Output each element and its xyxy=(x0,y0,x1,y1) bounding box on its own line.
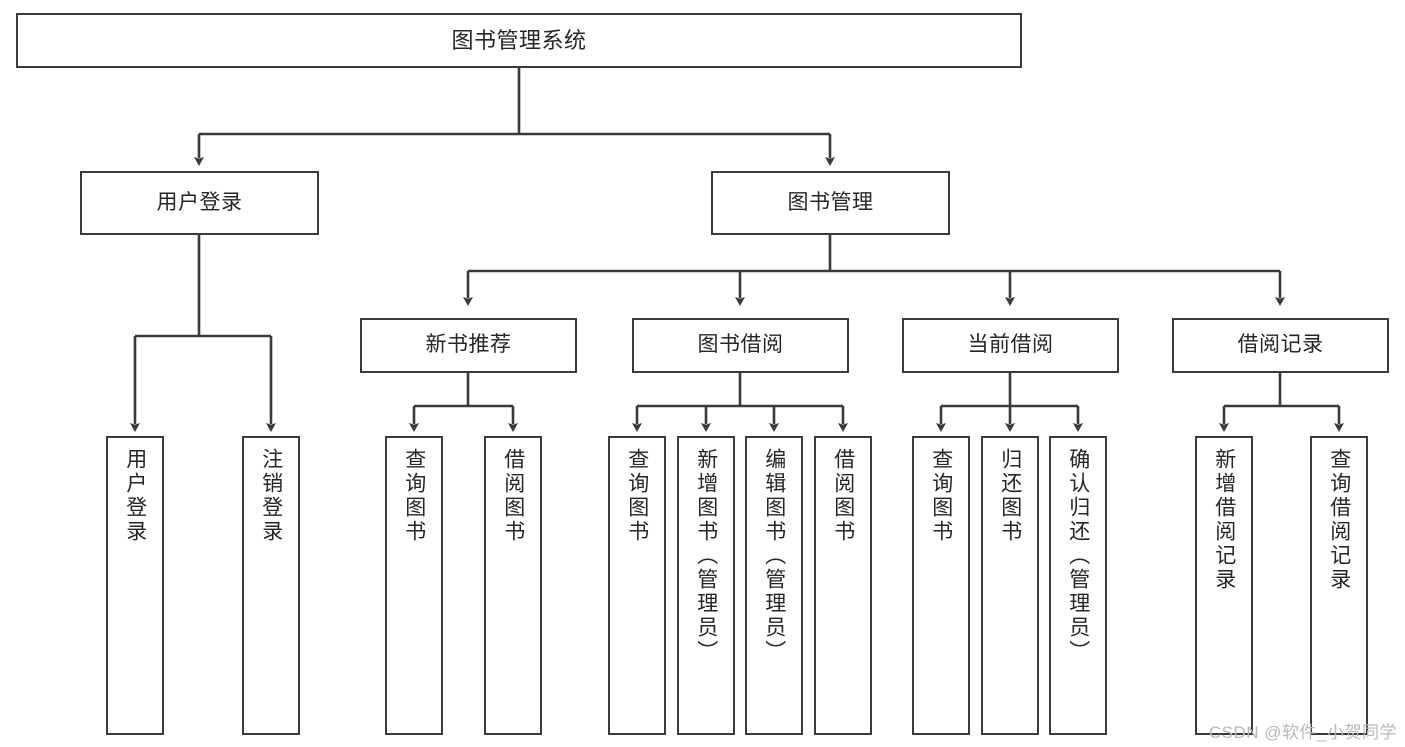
node-borrow-records[interactable]: 借阅记录 xyxy=(1172,318,1389,373)
node-label: 用户登录 xyxy=(123,448,147,544)
node-label: 编辑图书（管理员） xyxy=(762,448,786,664)
node-book-borrow[interactable]: 图书借阅 xyxy=(632,318,849,373)
csdn-watermark: CSDN @软件_小贺同学 xyxy=(1208,723,1397,742)
node-label: 查询借阅记录 xyxy=(1327,448,1351,592)
leaf-current-confirm-return-admin[interactable]: 确认归还（管理员） xyxy=(1049,436,1107,735)
node-label: 新增图书（管理员） xyxy=(694,448,718,664)
node-label: 注销登录 xyxy=(259,448,283,544)
node-label: 图书借阅 xyxy=(697,333,784,357)
leaf-records-add-record[interactable]: 新增借阅记录 xyxy=(1195,436,1253,735)
leaf-current-return-book[interactable]: 归还图书 xyxy=(981,436,1039,735)
node-book-management[interactable]: 图书管理 xyxy=(711,171,950,235)
node-label: 归还图书 xyxy=(998,448,1022,544)
node-label: 当前借阅 xyxy=(967,333,1054,357)
leaf-records-query-record[interactable]: 查询借阅记录 xyxy=(1310,436,1368,735)
node-label: 查询图书 xyxy=(402,448,426,544)
leaf-borrow-edit-book-admin[interactable]: 编辑图书（管理员） xyxy=(745,436,803,735)
node-label: 用户登录 xyxy=(156,190,243,214)
node-label: 新书推荐 xyxy=(425,333,512,357)
leaf-borrow-add-book-admin[interactable]: 新增图书（管理员） xyxy=(677,436,735,735)
leaf-recommend-borrow-book[interactable]: 借阅图书 xyxy=(484,436,542,735)
node-label: 确认归还（管理员） xyxy=(1066,448,1090,664)
node-label: 图书管理 xyxy=(787,190,874,214)
node-root-system[interactable]: 图书管理系统 xyxy=(16,13,1022,68)
leaf-user-login-login[interactable]: 用户登录 xyxy=(106,436,164,735)
node-label: 图书管理系统 xyxy=(451,27,587,53)
node-label: 借阅图书 xyxy=(831,448,855,544)
node-label: 借阅记录 xyxy=(1237,333,1324,357)
node-label: 新增借阅记录 xyxy=(1212,448,1236,592)
node-new-book-recommend[interactable]: 新书推荐 xyxy=(360,318,577,373)
leaf-borrow-borrow-book[interactable]: 借阅图书 xyxy=(814,436,872,735)
node-label: 借阅图书 xyxy=(501,448,525,544)
node-current-borrow[interactable]: 当前借阅 xyxy=(902,318,1119,373)
leaf-current-query-book[interactable]: 查询图书 xyxy=(912,436,970,735)
leaf-borrow-query-book[interactable]: 查询图书 xyxy=(608,436,666,735)
node-label: 查询图书 xyxy=(625,448,649,544)
leaf-recommend-query-book[interactable]: 查询图书 xyxy=(385,436,443,735)
node-user-login[interactable]: 用户登录 xyxy=(80,171,319,235)
leaf-user-login-logout[interactable]: 注销登录 xyxy=(242,436,300,735)
node-label: 查询图书 xyxy=(929,448,953,544)
